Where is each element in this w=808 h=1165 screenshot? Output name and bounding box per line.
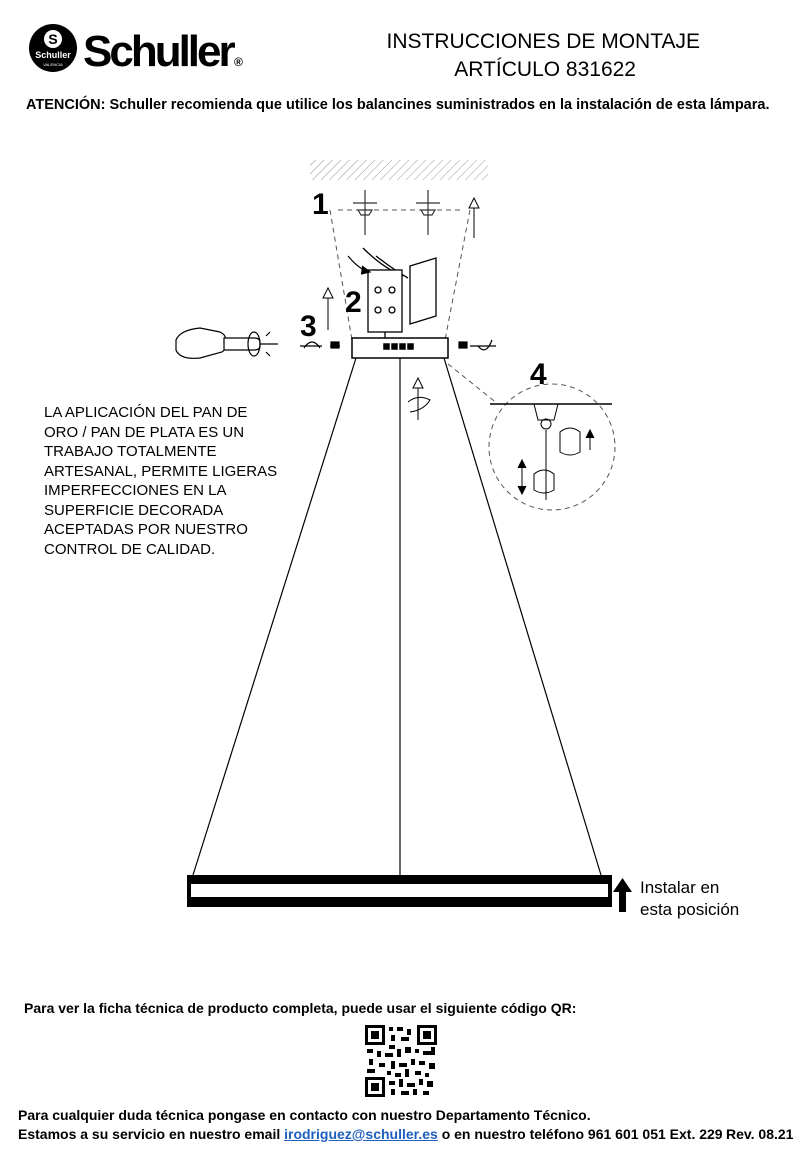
logo-brand-name: Schuller [83, 27, 235, 76]
note-line: CONTROL DE CALIDAD. [44, 540, 216, 558]
support-text: Para cualquier duda técnica pongase en c… [18, 1107, 591, 1123]
qr-code[interactable] [365, 1025, 437, 1097]
arrow-up-icon [322, 286, 334, 330]
step-3-number: 3 [300, 310, 317, 343]
revision-label: Rev. 08.21 [726, 1126, 794, 1142]
install-line-1: Instalar en [640, 878, 720, 897]
qr-code-image [365, 1025, 437, 1097]
note-line: IMPERFECCIONES EN LA [44, 482, 227, 499]
step-1-number: 1 [312, 188, 329, 221]
contact-text: Estamos a su servicio en nuestro email i… [18, 1126, 723, 1142]
logo-registered: ® [234, 55, 243, 69]
install-position-label: Instalar en esta posición [640, 877, 739, 921]
wire-arrow-icon [347, 255, 372, 275]
note-line: ORO / PAN DE PLATA ES UN [44, 423, 245, 441]
assembly-drawing: 1 2 3 [175, 160, 632, 912]
install-line-2: esta posición [640, 900, 740, 919]
arrow-up-icon [613, 878, 632, 912]
junction-box [362, 247, 437, 342]
qr-instruction: Para ver la ficha técnica de producto co… [24, 1000, 577, 1016]
contact-prefix: Estamos a su servicio en nuestro email [18, 1126, 285, 1142]
contact-suffix: o en nuestro teléfono 961 601 051 Ext. 2… [437, 1126, 723, 1142]
side-screw-icon [300, 341, 340, 349]
step-4-number: 4 [530, 358, 547, 391]
arrow-up-icon [468, 196, 480, 238]
note-line: ACEPTADAS POR NUESTRO [44, 521, 248, 538]
screw-anchors [353, 190, 440, 235]
note-line: ARTESANAL, PERMITE LIGERAS [44, 462, 278, 480]
screwdriver-hand-icon [175, 327, 278, 359]
note-line: TRABAJO TOTALMENTE [44, 443, 217, 460]
logo-mark: S [48, 31, 57, 47]
detail-4 [447, 363, 616, 511]
logo-small-text: VALENCIA [43, 62, 63, 67]
article-number: ARTÍCULO 831622 [454, 58, 636, 81]
side-screw-icon [458, 339, 496, 351]
suspension-cables [192, 357, 602, 876]
logo-small-name: Schuller [35, 50, 71, 60]
warning-text: ATENCIÓN: Schuller recomienda que utilic… [26, 97, 770, 113]
email-link[interactable]: irodriguez@schuller.es [284, 1126, 438, 1142]
rotate-arrow-icon [407, 376, 431, 420]
canopy [351, 337, 449, 359]
ceiling [310, 160, 488, 180]
gold-leaf-note: LA APLICACIÓN DEL PAN DE ORO / PAN DE PL… [44, 403, 304, 559]
light-ring [187, 875, 612, 907]
step-2-number: 2 [345, 286, 362, 319]
note-line: SUPERFICIE DECORADA [44, 501, 224, 519]
note-line: LA APLICACIÓN DEL PAN DE [44, 404, 248, 421]
schuller-logo: S Schuller VALENCIA Schuller ® [28, 22, 258, 78]
page-title: INSTRUCCIONES DE MONTAJE [386, 30, 700, 53]
